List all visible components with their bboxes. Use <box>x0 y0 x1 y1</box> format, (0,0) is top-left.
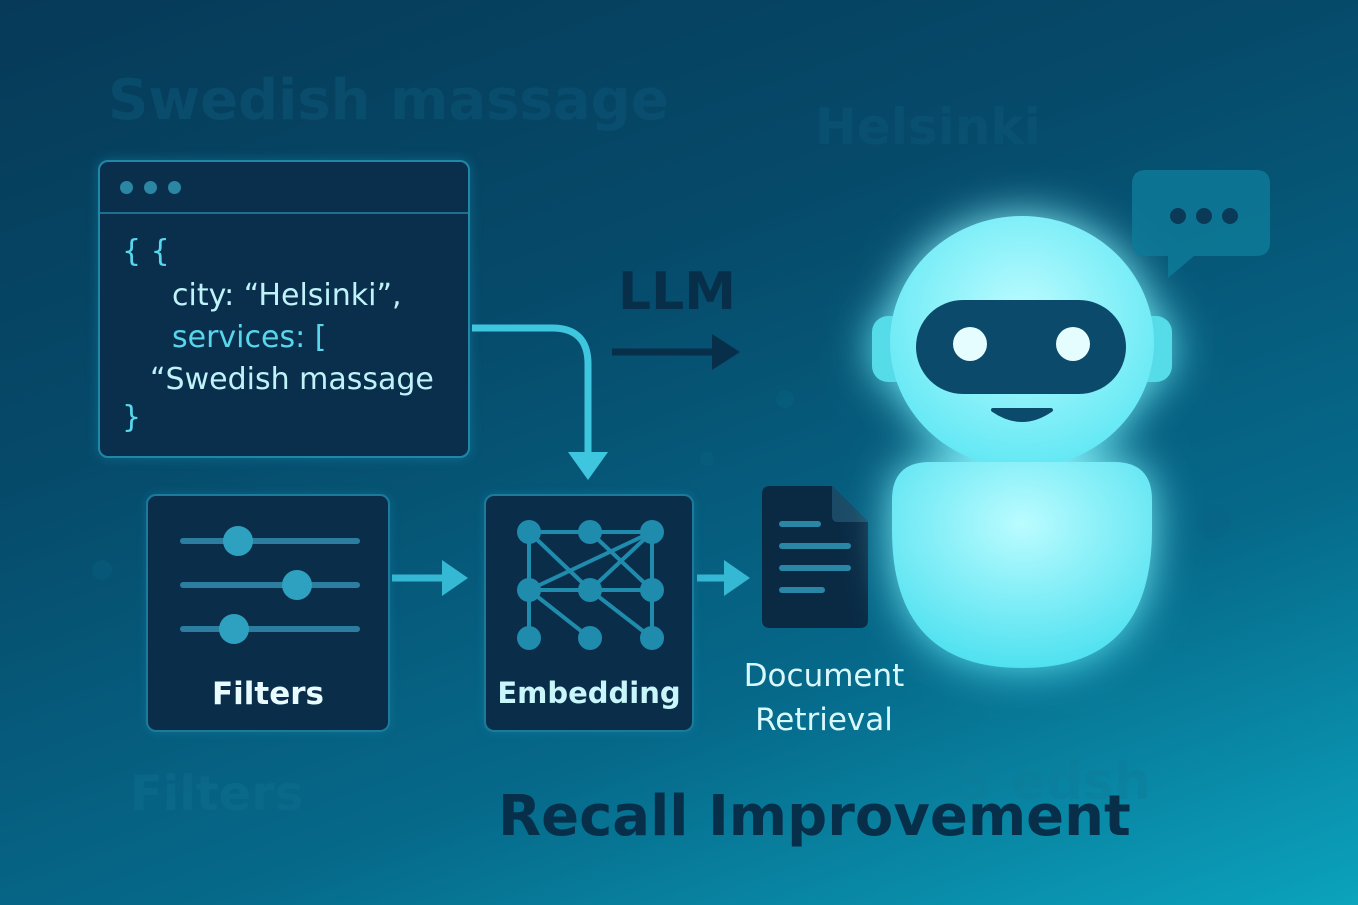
code-line-city: city: “Helsinki”, <box>172 278 402 313</box>
robot-smile <box>991 408 1053 422</box>
llm-label: LLM <box>618 262 737 322</box>
background-dot <box>92 560 112 580</box>
filters-label: Filters <box>211 676 324 712</box>
robot-right-eye <box>1056 327 1090 361</box>
document-icon <box>762 486 868 628</box>
background-word-swedish: S edsh <box>955 752 1152 812</box>
window-title-bar <box>100 162 468 214</box>
network-icon <box>517 520 664 650</box>
code-to-embedding-arrowhead <box>568 452 608 480</box>
robot-left-eye <box>953 327 987 361</box>
code-line-swedish-massage: “Swedish massage <box>150 362 434 397</box>
slider-track <box>180 626 360 632</box>
document-label-line2: Retrieval <box>755 702 893 738</box>
slider-knob <box>219 614 249 644</box>
background-word-helsinki: Helsinki <box>815 98 1041 156</box>
robot-visor <box>916 300 1126 394</box>
code-line-open: { { <box>122 234 170 269</box>
window-dots-icon <box>120 181 133 194</box>
code-line-services: services: [ <box>172 320 327 355</box>
window-dots-icon <box>168 181 181 194</box>
embedding-label: Embedding <box>497 676 681 710</box>
slider-track <box>180 538 360 544</box>
background-dot <box>700 452 714 466</box>
filters-box: Filters <box>146 494 390 732</box>
document-label-line1: Document <box>743 658 905 694</box>
code-window: { { city: “Helsinki”, services: [ “Swedi… <box>98 160 470 458</box>
embedding-to-document-arrowhead <box>724 560 750 596</box>
slider-knob <box>223 526 253 556</box>
code-line-close: } <box>122 400 142 435</box>
filters-to-embedding-arrowhead <box>442 560 468 596</box>
llm-arrowhead <box>712 334 740 370</box>
window-dots-icon <box>144 181 157 194</box>
background-dot <box>1195 504 1231 540</box>
robot-body <box>892 462 1152 668</box>
speech-bubble-icon <box>1132 170 1270 278</box>
embedding-box: Embedding <box>484 494 694 732</box>
slider-knob <box>282 570 312 600</box>
code-to-embedding-arrow <box>472 324 592 455</box>
slider-track <box>180 582 360 588</box>
document-retrieval-label: Document Retrieval <box>735 654 913 742</box>
background-dot <box>776 390 794 408</box>
recall-improvement-title: Recall Improvement <box>498 784 1131 849</box>
background-word-swedish-massage: Swedish massage <box>108 68 669 133</box>
background-word-filters: Filters <box>130 766 304 822</box>
